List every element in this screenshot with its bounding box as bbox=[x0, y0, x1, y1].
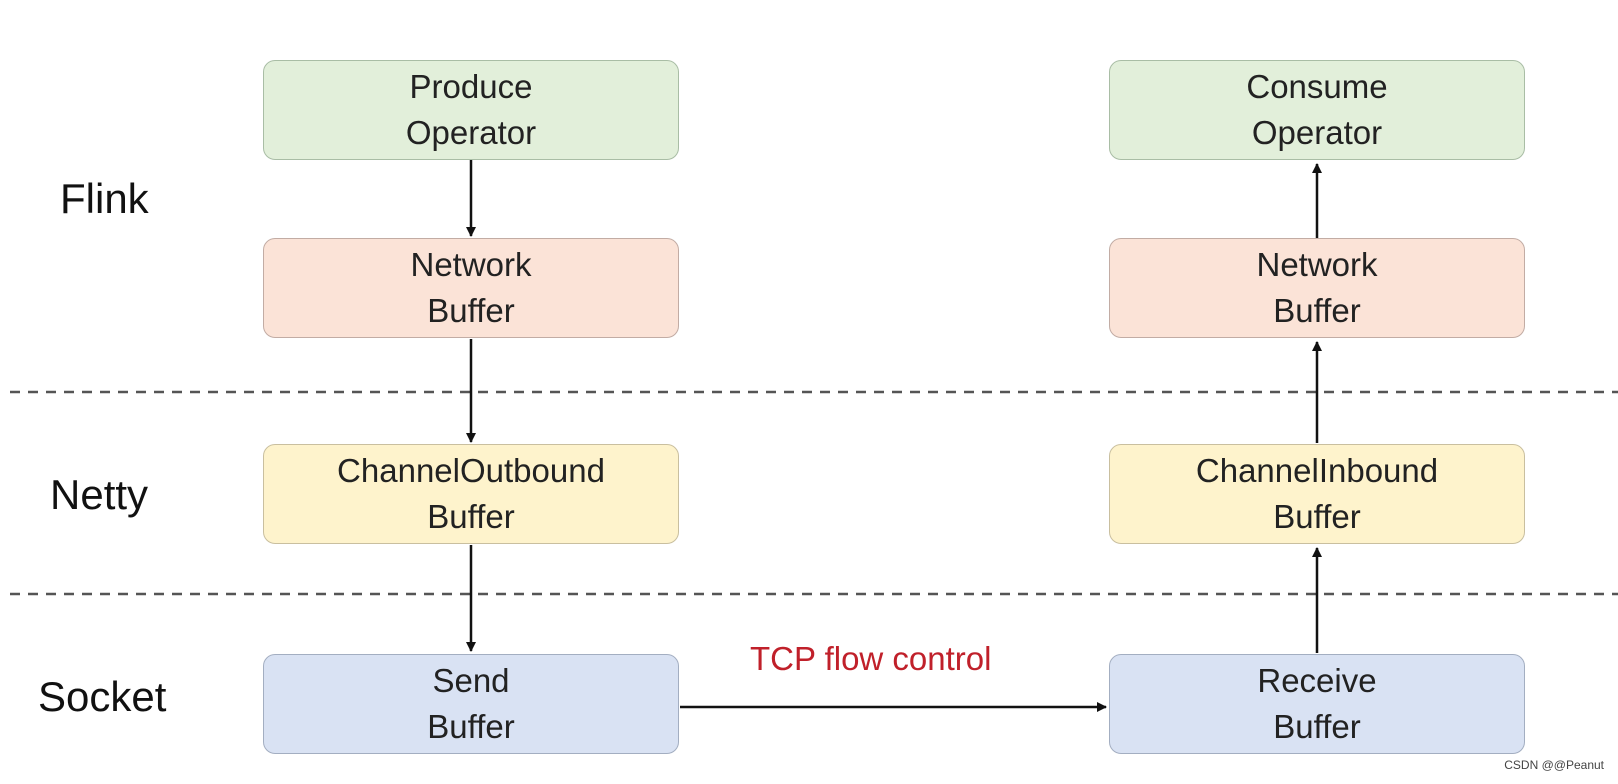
consume-operator-line1: Consume bbox=[1246, 68, 1388, 105]
consume-operator-line2: Operator bbox=[1251, 114, 1383, 151]
csdn-watermark: CSDN @@Peanut bbox=[1504, 758, 1604, 772]
channel-inbound-buffer-line2: Buffer bbox=[1273, 498, 1361, 535]
channel-outbound-buffer-box: ChannelOutbound Buffer bbox=[263, 444, 679, 544]
network-buffer-left-line2: Buffer bbox=[427, 292, 515, 329]
consume-operator-box: Consume Operator bbox=[1109, 60, 1525, 160]
send-buffer-line1: Send bbox=[432, 662, 510, 699]
network-buffer-left-line1: Network bbox=[410, 246, 532, 283]
layer-label-flink: Flink bbox=[60, 175, 149, 222]
layer-label-netty: Netty bbox=[50, 471, 149, 518]
send-buffer-box: Send Buffer bbox=[263, 654, 679, 754]
network-buffer-right-line2: Buffer bbox=[1273, 292, 1361, 329]
produce-operator-line2: Operator bbox=[405, 114, 537, 151]
produce-operator-line1: Produce bbox=[409, 68, 533, 105]
channel-outbound-buffer-line1: ChannelOutbound bbox=[337, 452, 605, 489]
channel-inbound-buffer-line1: ChannelInbound bbox=[1195, 452, 1439, 489]
send-buffer-line2: Buffer bbox=[427, 708, 515, 745]
channel-outbound-buffer-line2: Buffer bbox=[427, 498, 515, 535]
network-buffer-right-box: Network Buffer bbox=[1109, 238, 1525, 338]
tcp-flow-control-label: TCP flow control bbox=[750, 640, 992, 677]
network-buffer-left-box: Network Buffer bbox=[263, 238, 679, 338]
network-buffer-right-line1: Network bbox=[1256, 246, 1378, 283]
layer-label-socket: Socket bbox=[38, 673, 167, 720]
channel-inbound-buffer-box: ChannelInbound Buffer bbox=[1109, 444, 1525, 544]
receive-buffer-line2: Buffer bbox=[1273, 708, 1361, 745]
receive-buffer-line1: Receive bbox=[1257, 662, 1377, 699]
produce-operator-box: Produce Operator bbox=[263, 60, 679, 160]
receive-buffer-box: Receive Buffer bbox=[1109, 654, 1525, 754]
